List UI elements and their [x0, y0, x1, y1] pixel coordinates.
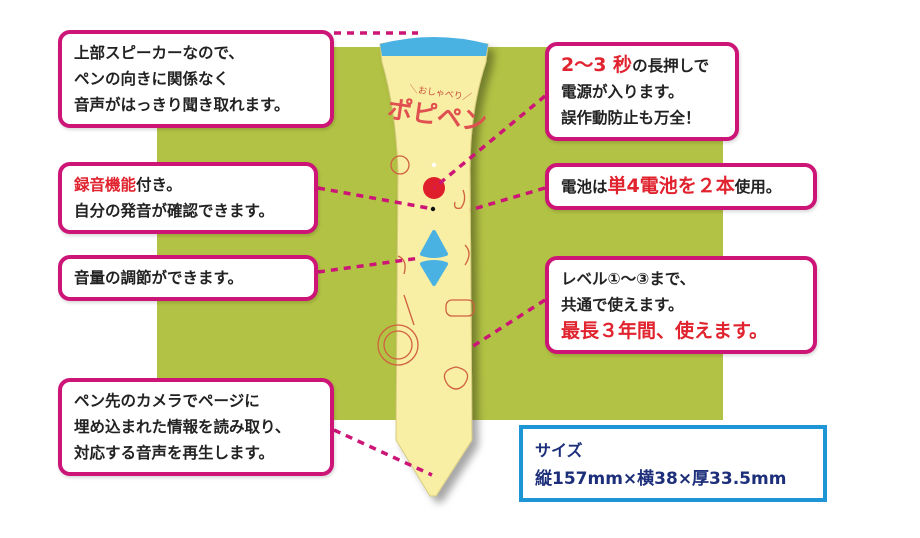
callout-text: 共通で使えます。 [561, 296, 684, 314]
callout-text: 対応する音声を再生します。 [74, 444, 274, 462]
callout-camera: ペン先のカメラでページに 埋め込まれた情報を読み取り、 対応する音声を再生します… [58, 378, 334, 476]
size-label: サイズ [535, 441, 583, 460]
callout-text: 音声がはっきり聞き取れます。 [74, 96, 290, 114]
callout-text: 電源が入ります。 [561, 83, 684, 101]
callout-text: 使用。 [734, 178, 782, 196]
callout-text: ペン先のカメラでページに [74, 392, 260, 410]
callout-text: 電池は [561, 178, 608, 196]
callout-text: 音量の調節ができます。 [74, 269, 243, 287]
connector-lines [317, 31, 547, 477]
highlight-text: 単4電池を２本 [607, 175, 735, 197]
callout-text: ペンの向きに関係なく [74, 70, 230, 88]
callout-text: 上部スピーカーなので、 [74, 44, 244, 62]
callout-power: 2～3 秒の長押しで 電源が入ります。 誤作動防止も万全！ [545, 42, 739, 141]
volume-down-button [420, 260, 448, 286]
callout-volume: 音量の調節ができます。 [58, 255, 318, 301]
size-info-box: サイズ 縦157mm×横38×厚33.5mm [519, 425, 827, 502]
volume-up-button [420, 230, 448, 258]
callout-text: 自分の発音が確認できます。 [74, 202, 274, 220]
callout-speaker: 上部スピーカーなので、 ペンの向きに関係なく 音声がはっきり聞き取れます。 [58, 30, 334, 128]
highlight-text: 最長３年間、使えます。 [561, 320, 769, 342]
size-value: 縦157mm×横38×厚33.5mm [535, 469, 787, 489]
callout-text: 埋め込まれた情報を読み取り、 [74, 418, 291, 436]
microphone-hole [430, 206, 436, 212]
callout-text: 誤作動防止も万全！ [561, 109, 701, 127]
callout-text: レベル①～③まで、 [561, 270, 696, 288]
callout-record: 録音機能付き。 自分の発音が確認できます。 [58, 162, 318, 234]
led-indicator [431, 162, 437, 168]
highlight-text: 録音機能 [74, 176, 137, 194]
callout-text: の長押しで [632, 57, 710, 75]
callout-text: 付き。 [136, 176, 182, 194]
callout-level: レベル①～③まで、 共通で使えます。 最長３年間、使えます。 [545, 256, 817, 354]
highlight-text: 2～3 秒 [561, 54, 633, 76]
pen-cap [380, 37, 488, 56]
callout-battery: 電池は単4電池を２本使用。 [545, 163, 817, 210]
